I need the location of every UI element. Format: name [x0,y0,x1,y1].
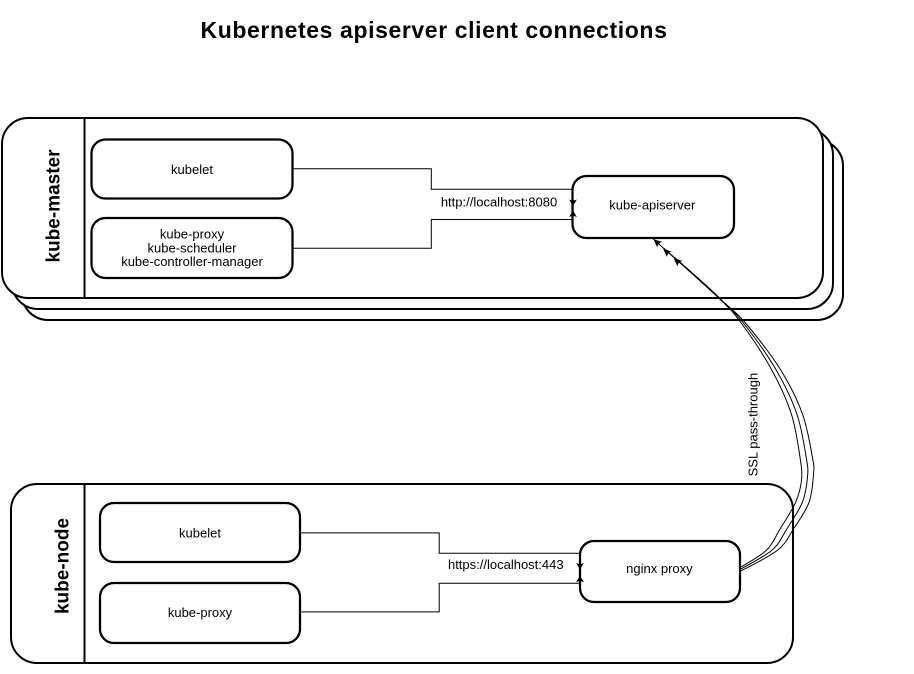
svg-text:kube-proxy: kube-proxy [160,227,225,242]
svg-text:kubelet: kubelet [179,526,221,541]
svg-text:kube-apiserver: kube-apiserver [609,198,696,213]
svg-text:kube-controller-manager: kube-controller-manager [121,254,263,269]
svg-text:kube-master: kube-master [44,149,65,263]
svg-text:kube-node: kube-node [53,518,74,614]
svg-text:http://localhost:8080: http://localhost:8080 [441,194,557,209]
svg-text:SSL pass-through: SSL pass-through [745,373,760,477]
svg-text:nginx proxy: nginx proxy [626,561,693,576]
svg-text:kubelet: kubelet [171,162,213,177]
svg-text:Kubernetes apiserver client co: Kubernetes apiserver client connections [201,17,668,43]
svg-text:kube-proxy: kube-proxy [168,605,233,620]
svg-text:https://localhost:443: https://localhost:443 [448,557,564,572]
svg-text:kube-scheduler: kube-scheduler [148,240,238,255]
